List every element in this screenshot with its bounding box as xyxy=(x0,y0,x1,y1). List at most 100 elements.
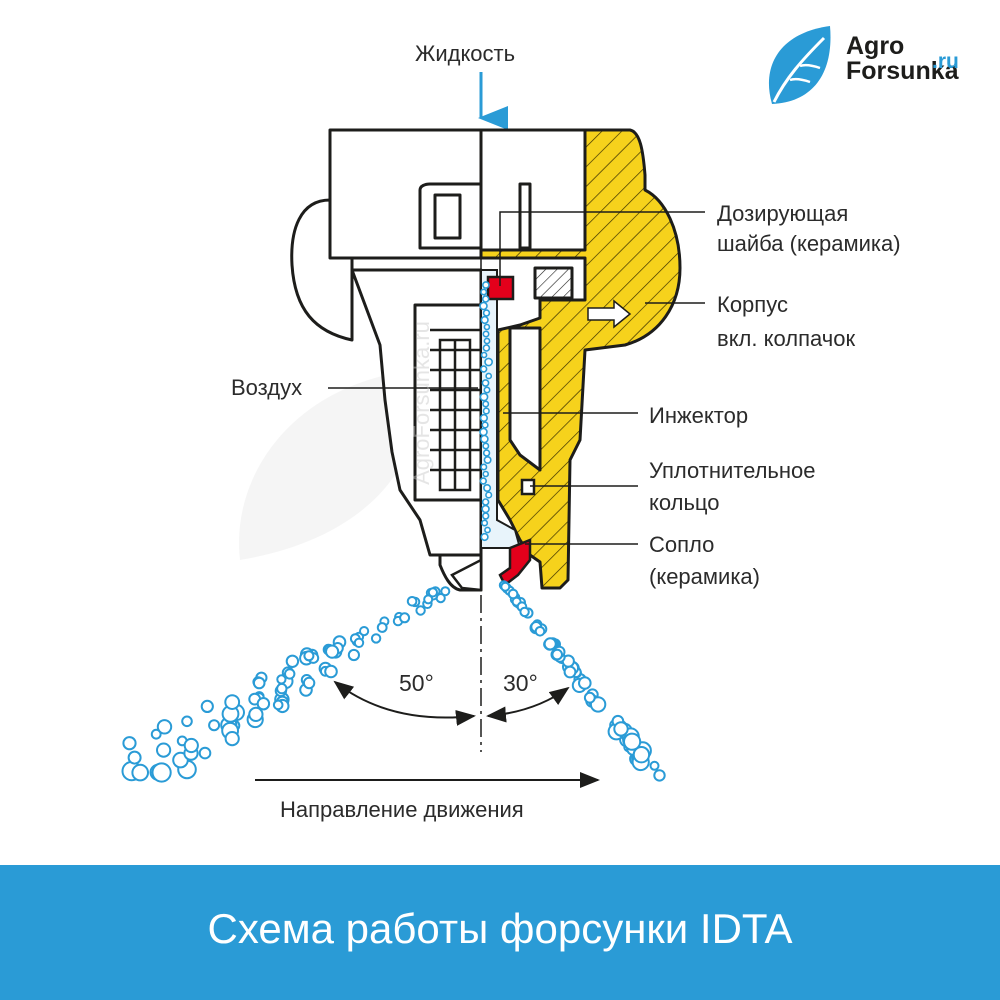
air-bubble xyxy=(483,455,492,464)
air-bubble xyxy=(481,295,490,303)
spray-droplet xyxy=(224,694,241,710)
label-nozzle-2: (керамика) xyxy=(649,564,760,589)
air-bubble xyxy=(482,400,490,408)
label-injector: Инжектор xyxy=(649,403,749,428)
spray-droplet xyxy=(399,612,411,624)
air-bubble xyxy=(482,330,490,338)
spray-droplet xyxy=(519,606,530,618)
spray-droplet xyxy=(272,699,284,711)
label-body-1: Корпус xyxy=(717,292,788,317)
label-metering-disc-2: шайба (керамика) xyxy=(717,231,901,256)
callout-lines xyxy=(328,211,705,545)
spray-droplet xyxy=(131,763,149,782)
spray-droplet xyxy=(632,746,651,764)
angle-arc-left xyxy=(333,680,476,726)
spray-droplet xyxy=(303,650,315,662)
angle-arc-right xyxy=(486,686,570,723)
air-bubble xyxy=(480,463,488,471)
spray-droplet xyxy=(649,760,660,771)
spray-droplet xyxy=(252,676,266,690)
air-bubble xyxy=(479,427,488,437)
spray-droplet xyxy=(359,626,370,637)
spray-droplet xyxy=(324,664,338,679)
spray-droplet xyxy=(181,715,193,728)
air-bubbles-inside xyxy=(479,281,493,542)
label-angle-right: 30° xyxy=(503,670,538,696)
air-bubble xyxy=(485,491,493,499)
spray-droplet xyxy=(563,665,577,679)
spray-droplet xyxy=(583,691,596,704)
label-seal-2: кольцо xyxy=(649,490,720,515)
spray-right xyxy=(498,580,666,782)
spray-droplet xyxy=(198,746,212,760)
air-bubble xyxy=(483,483,492,492)
spray-droplet xyxy=(415,605,426,616)
label-liquid: Жидкость xyxy=(415,41,516,66)
air-bubble xyxy=(483,386,491,394)
nozzle-cross-section xyxy=(121,72,705,788)
spray-droplet xyxy=(440,586,451,597)
spray-droplet xyxy=(256,697,271,711)
spray-droplet xyxy=(551,648,564,661)
spray-droplet xyxy=(347,648,360,662)
label-direction: Направление движения xyxy=(280,797,524,822)
spray-droplet xyxy=(156,742,172,758)
label-metering-disc-1: Дозирующая xyxy=(717,201,849,226)
air-bubble xyxy=(484,357,493,367)
air-bubble xyxy=(485,372,493,380)
brand-logo[interactable]: Agro Forsunka .ru xyxy=(764,22,984,112)
flow-arrow-icon xyxy=(587,299,632,329)
air-bubble xyxy=(480,315,489,325)
spray-left xyxy=(121,586,451,783)
air-bubble xyxy=(480,365,488,373)
air-bubble xyxy=(482,449,491,457)
label-air: Воздух xyxy=(231,375,303,400)
footer-banner: Схема работы форсунки IDTA xyxy=(0,865,1000,1000)
air-bubble xyxy=(482,309,491,317)
air-bubble xyxy=(481,504,490,514)
spray-droplet xyxy=(500,581,511,592)
nozzle-diagram: Жидкость Дозирующая шайба (керамика) Кор… xyxy=(121,41,901,822)
air-bubble xyxy=(479,301,488,311)
air-bubble xyxy=(479,477,487,485)
air-bubble xyxy=(482,470,490,478)
spray-droplet xyxy=(543,637,557,651)
air-bubble xyxy=(481,421,489,429)
spray-droplet xyxy=(224,731,240,747)
air-bubble xyxy=(479,392,489,402)
spray-droplet xyxy=(427,587,438,598)
air-bubble xyxy=(480,532,489,542)
spray-droplet xyxy=(127,750,142,765)
air-bubble xyxy=(482,442,490,450)
spray-droplet xyxy=(276,674,287,685)
air-bubble xyxy=(482,407,490,415)
spray-droplet xyxy=(122,736,137,751)
housing-cross-section xyxy=(479,128,682,590)
brand-name: Agro Forsunka xyxy=(846,34,959,84)
spray-droplet xyxy=(507,588,519,600)
spray-droplet xyxy=(370,633,382,644)
spray-droplet xyxy=(325,644,340,659)
spray-droplet xyxy=(285,654,300,668)
air-bubble xyxy=(482,512,490,520)
label-nozzle-1: Сопло xyxy=(649,532,715,557)
spray-droplet xyxy=(406,596,418,607)
spray-droplet xyxy=(208,719,221,732)
spray-droplet xyxy=(284,668,296,680)
footer-title: Схема работы форсунки IDTA xyxy=(207,905,793,952)
nozzle-fins xyxy=(430,328,481,492)
air-bubble xyxy=(480,351,488,359)
air-bubble xyxy=(481,281,490,289)
spray-droplet xyxy=(613,721,629,737)
brand-name-line1: Agro xyxy=(846,32,905,60)
brand-suffix: .ru xyxy=(932,50,959,73)
leaf-icon xyxy=(768,26,831,104)
spray-droplet xyxy=(156,719,173,735)
brand-name-line2: Forsunka xyxy=(846,57,959,85)
air-bubble xyxy=(481,519,489,527)
spray-droplet xyxy=(376,622,388,633)
air-bubble xyxy=(480,288,488,296)
spray-droplet xyxy=(248,706,264,723)
spray-droplet xyxy=(200,699,214,714)
spray-droplet xyxy=(534,626,546,637)
